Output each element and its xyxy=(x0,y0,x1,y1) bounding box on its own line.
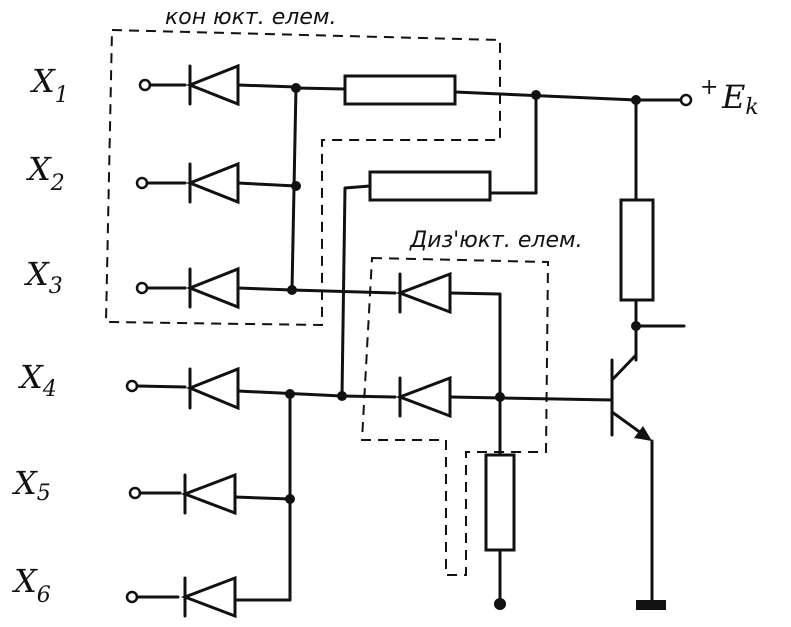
wire xyxy=(340,184,372,398)
wire xyxy=(236,181,298,188)
input-label-x6: X6 xyxy=(11,562,51,608)
conjunction-group-outline xyxy=(104,28,501,327)
junction-dot xyxy=(291,83,301,93)
input-label-x2: X2 xyxy=(25,150,65,196)
diode-x2 xyxy=(185,161,240,205)
wire xyxy=(340,394,397,399)
diode-x5 xyxy=(180,472,237,516)
disjunction-group-outline xyxy=(360,256,550,576)
wire xyxy=(294,86,347,91)
junction-dot xyxy=(291,181,301,191)
junction-dot xyxy=(285,389,295,399)
wire xyxy=(236,286,294,292)
wire xyxy=(448,291,502,398)
disj-resistor-top xyxy=(368,170,492,202)
input-label-x4: X4 xyxy=(17,358,57,402)
wire xyxy=(236,83,298,89)
disj-diode-bottom xyxy=(395,375,452,419)
wire xyxy=(290,288,397,295)
base-resistor xyxy=(484,453,516,552)
diode-x6 xyxy=(180,575,237,619)
diode-x1 xyxy=(185,63,240,107)
wire-to-ek xyxy=(453,90,638,102)
wire xyxy=(135,384,187,389)
junction-dot xyxy=(495,392,505,402)
diode-x3 xyxy=(185,266,240,310)
collector-resistor xyxy=(619,198,655,302)
junction-dot xyxy=(337,391,347,401)
plus-sign: + xyxy=(700,75,718,100)
emitter-arrow xyxy=(634,426,652,441)
junction-dot xyxy=(287,285,297,295)
wire xyxy=(233,495,292,501)
ek-terminal[interactable] xyxy=(679,93,693,107)
disj-diode-top xyxy=(395,271,452,315)
junction-dot xyxy=(631,321,641,331)
input-label-x3: X3 xyxy=(23,255,63,299)
ground-node xyxy=(494,598,506,610)
input-label-x5: X5 xyxy=(11,464,51,506)
junction-dot xyxy=(531,90,541,100)
conj-resistor xyxy=(343,74,457,106)
ground-symbol xyxy=(636,600,666,610)
disjunction-label: Диз'юкт. елем. xyxy=(409,228,583,253)
ek-label: Ek xyxy=(721,78,759,120)
input-label-x1: X1 xyxy=(29,62,69,108)
junction-dot xyxy=(285,494,295,504)
junction-dot xyxy=(631,95,641,105)
diode-x4 xyxy=(186,366,240,411)
wire-to-base xyxy=(448,395,614,402)
transistor-collector xyxy=(610,353,638,382)
conjunction-label: кон юкт. елем. xyxy=(165,5,336,30)
